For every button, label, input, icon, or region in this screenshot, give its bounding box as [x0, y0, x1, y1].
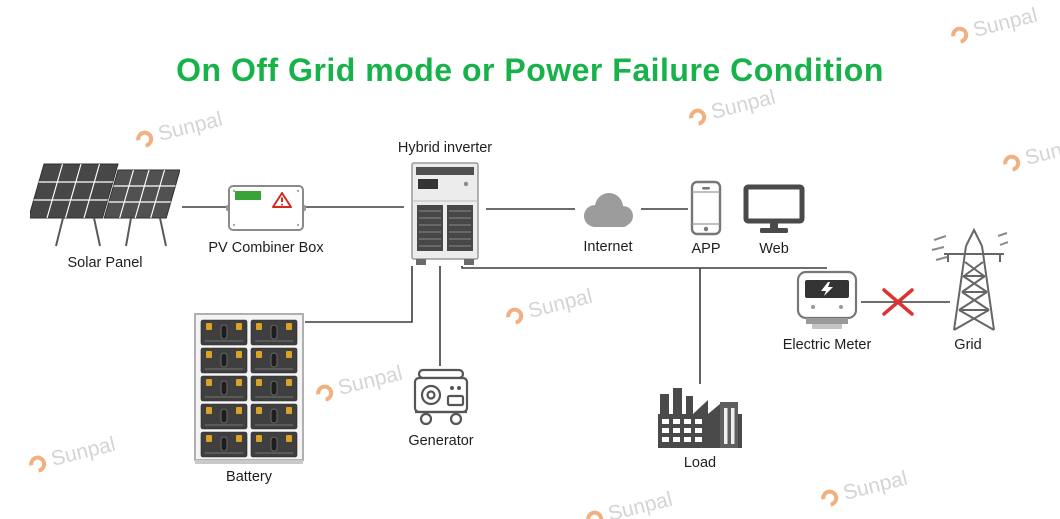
- watermark-text: Sunpal: [970, 3, 1040, 42]
- solar-panel-icon: [30, 163, 180, 247]
- monitor-icon: [743, 184, 805, 233]
- watermark-text: Sunpal: [605, 487, 675, 519]
- node-grid: Grid: [928, 220, 1008, 353]
- watermark-text: Sunpal: [155, 107, 225, 146]
- watermark-text: Sunpal: [708, 85, 778, 124]
- watermark-text: Sunpal: [840, 466, 910, 505]
- node-pv-combiner-box: PV Combiner Box: [208, 181, 324, 256]
- sunpal-logo-icon: [25, 451, 50, 476]
- internet-cloud-icon: [584, 193, 633, 227]
- app-label: APP: [691, 241, 721, 257]
- sunpal-logo-icon: [312, 380, 337, 405]
- watermark-text: Sunpal: [525, 284, 595, 323]
- pv-combiner-box-icon: [226, 185, 306, 231]
- connector-inverter-to-battery: [305, 266, 413, 323]
- hybrid-inverter-icon: [411, 162, 479, 265]
- node-load: Load: [654, 384, 746, 471]
- solar-panel-label: Solar Panel: [67, 255, 143, 271]
- watermark: Sunpal: [999, 131, 1060, 177]
- disconnect-x-icon: [882, 288, 914, 316]
- sunpal-logo-icon: [132, 126, 157, 151]
- node-app: APP: [688, 180, 724, 257]
- sunpal-logo-icon: [817, 485, 842, 510]
- node-battery: Battery: [193, 312, 305, 485]
- electric-meter-icon: [796, 270, 858, 329]
- sunpal-logo-icon: [947, 22, 972, 47]
- web-label: Web: [759, 241, 789, 257]
- sunpal-logo-icon: [685, 104, 710, 129]
- watermark-text: Sunpal: [335, 361, 405, 400]
- watermark: Sunpal: [582, 487, 675, 519]
- node-electric-meter: Electric Meter: [783, 270, 871, 353]
- node-solar-panel: Solar Panel: [30, 158, 180, 271]
- load-label: Load: [683, 455, 717, 471]
- sunpal-logo-icon: [502, 303, 527, 328]
- generator-label: Generator: [408, 433, 474, 449]
- watermark: Sunpal: [312, 361, 405, 407]
- watermark: Sunpal: [25, 432, 118, 478]
- factory-icon: [658, 388, 742, 448]
- node-internet: Internet: [575, 188, 641, 255]
- node-web: Web: [743, 184, 805, 257]
- sunpal-logo-icon: [582, 506, 607, 519]
- electric-meter-label: Electric Meter: [782, 337, 872, 353]
- pv-combiner-box-label: PV Combiner Box: [208, 240, 324, 256]
- watermark: Sunpal: [685, 85, 778, 131]
- node-generator: Generator: [406, 366, 476, 449]
- transmission-tower-icon: [931, 227, 1008, 331]
- watermark: Sunpal: [947, 3, 1040, 49]
- node-hybrid-inverter: Hybrid inverter: [398, 140, 492, 267]
- connector-inverter-to-meter: [461, 266, 827, 269]
- hybrid-inverter-label: Hybrid inverter: [397, 140, 493, 156]
- sunpal-logo-icon: [999, 150, 1024, 175]
- watermark-text: Sunpal: [1022, 131, 1060, 170]
- watermark: Sunpal: [132, 107, 225, 153]
- watermark: Sunpal: [817, 466, 910, 512]
- smartphone-icon: [690, 180, 722, 236]
- internet-label: Internet: [583, 239, 633, 255]
- battery-label: Battery: [226, 469, 272, 485]
- grid-label: Grid: [954, 337, 982, 353]
- generator-icon: [413, 368, 469, 426]
- watermark: Sunpal: [502, 284, 595, 330]
- page-title: On Off Grid mode or Power Failure Condit…: [176, 52, 884, 88]
- watermark-text: Sunpal: [48, 432, 118, 471]
- battery-cabinet-icon: [194, 313, 304, 464]
